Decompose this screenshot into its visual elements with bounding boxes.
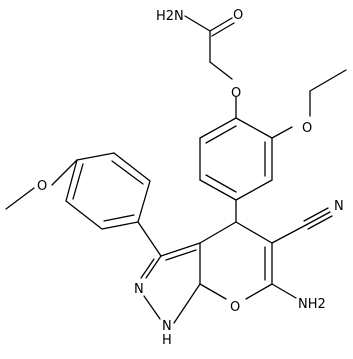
bond-n2-n1 <box>143 295 161 320</box>
bond-c6-o <box>245 283 273 300</box>
bond-ph-2 <box>65 200 103 230</box>
bond-ph-1-inner <box>103 214 135 222</box>
bond-ph-5 <box>113 152 151 182</box>
bond-ring-a4-inner <box>205 174 237 193</box>
bond-c3a-c3 <box>160 242 201 257</box>
bond-ring-a3 <box>235 179 273 201</box>
bond-ring-a1 <box>235 117 273 139</box>
atom-carbonyl-o: O <box>233 8 243 23</box>
bond-o-c7a <box>199 283 227 300</box>
atom-amino-nh2: NH2 <box>298 297 326 312</box>
bond-o-ch3-methoxy <box>5 187 35 210</box>
bond-ph-3 <box>65 159 78 202</box>
bond-ph-4 <box>76 152 115 161</box>
bond-c5-cn <box>271 224 307 244</box>
bond-cco-amide <box>184 15 211 32</box>
bond-cn-triple-2 <box>303 207 329 222</box>
bond-ring-a4 <box>199 179 237 201</box>
atom-methoxy-o: O <box>37 179 47 194</box>
bond-ph-6 <box>137 180 151 223</box>
bond-aryl-o-ethoxy <box>271 126 293 139</box>
atom-pyrazole-n2: N <box>134 282 144 297</box>
atom-pyrazole-h: H <box>162 333 172 348</box>
bond-cn-triple-1 <box>305 211 331 226</box>
bond-c3a-c3-inner <box>165 249 197 261</box>
atom-amide-nh2: H2N <box>156 9 184 24</box>
bond-c6-nh2 <box>271 283 297 299</box>
bond-co-double-a <box>209 17 233 32</box>
bond-c3-n2-inner <box>140 258 155 279</box>
bond-co-double-b <box>211 22 235 37</box>
atom-ethoxy-o: O <box>302 121 312 136</box>
atom-pyrazole-n1: N <box>162 319 172 334</box>
bond-layer <box>5 15 347 324</box>
bond-c4-c5 <box>235 221 273 244</box>
atom-label-layer: H2N O O O O N N N H O NH2 <box>37 8 344 348</box>
atom-nitrile-n: N <box>334 199 344 214</box>
bond-ch2-o <box>209 61 233 80</box>
bond-cn-triple-3 <box>307 215 333 230</box>
bond-ph-3-inner <box>72 163 84 200</box>
bond-ph-5-inner <box>111 160 144 185</box>
bond-ring-a6 <box>199 117 237 139</box>
bond-ch2-ch3-ethoxy <box>309 69 347 92</box>
bond-ring-a6-inner <box>205 125 237 144</box>
atom-ether-o: O <box>231 86 241 101</box>
bond-ph-1 <box>101 221 139 230</box>
bond-c3a-c4 <box>199 221 237 244</box>
bond-ph-omethyl <box>51 159 78 186</box>
bond-n1-c7a <box>173 283 201 324</box>
bond-c3-n2 <box>145 255 162 279</box>
bond-c3-phenyl <box>137 221 162 257</box>
atom-pyran-o: O <box>230 300 240 315</box>
